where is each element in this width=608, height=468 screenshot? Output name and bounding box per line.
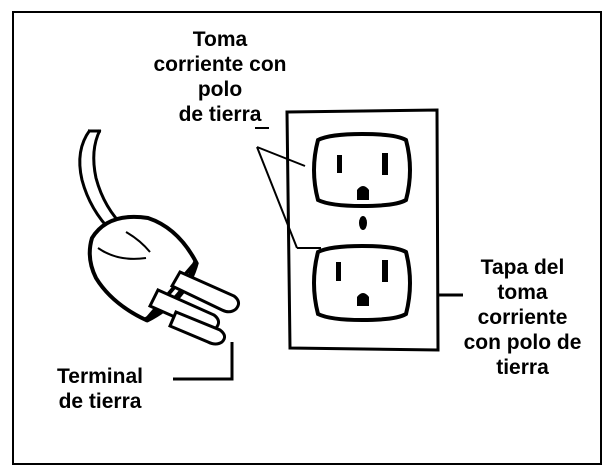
- outlet-label-line-1: Toma: [192, 28, 248, 51]
- diagram-border: [12, 11, 602, 465]
- cover-plate-label-line-4: con polo de: [463, 331, 582, 354]
- ground-terminal-label-line-1: Terminal: [57, 365, 143, 388]
- ground-terminal-label-line-2: de tierra: [58, 390, 142, 413]
- outlet-label-line-4: de tierra: [178, 103, 262, 126]
- cover-plate-label-line-3: corriente: [477, 306, 568, 329]
- cover-plate-label-line-5: tierra: [496, 356, 549, 379]
- plug-prongs: [147, 270, 241, 346]
- outlet-leader-lines: [255, 127, 321, 249]
- outlet-label-line-3: polo: [197, 78, 243, 101]
- cover-plate-label-line-2: toma: [497, 281, 548, 304]
- outlet-label-line-2: corriente con: [153, 53, 287, 76]
- outlet-label: Toma corriente con polo de tierra: [125, 27, 315, 127]
- plug-body: [87, 214, 199, 323]
- power-cord: [78, 129, 127, 234]
- upper-receptacle: [312, 131, 412, 209]
- cover-plate-label-line-1: Tapa del: [480, 256, 565, 279]
- ground-terminal-leader-line: [173, 342, 234, 381]
- center-screw-icon: [359, 216, 367, 230]
- cover-plate: [285, 108, 440, 352]
- lower-receptacle: [312, 243, 412, 323]
- cover-plate-label: Tapa del toma corriente con polo de tier…: [445, 255, 600, 380]
- ground-terminal-label: Terminal de tierra: [30, 364, 170, 414]
